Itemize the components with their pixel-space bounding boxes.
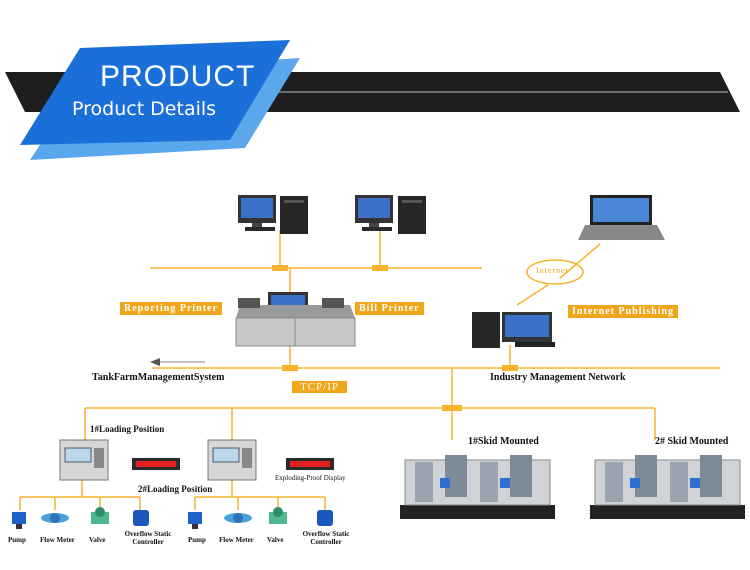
skid-mounted-1-icon <box>400 455 555 519</box>
banner-subtitle: Product Details <box>72 98 217 120</box>
internet-cloud <box>526 259 584 285</box>
device-label-pump-left: Pump <box>8 536 26 544</box>
device-label-valve-right: Valve <box>267 536 284 544</box>
workstation-2-icon <box>355 195 426 234</box>
flowmeter-icon-left <box>41 513 69 523</box>
loading-position-2-label: 2#Loading Position <box>138 484 213 494</box>
internet-label: Internet <box>536 266 569 275</box>
controller-icon-left <box>133 510 149 526</box>
explosion-display-label: Exploding-Proof Display <box>275 474 346 482</box>
tank-farm-label: TankFarmManagementSystem <box>92 372 225 383</box>
workstation-1-icon <box>238 195 308 234</box>
network-workstation-icon <box>472 312 555 348</box>
valve-icon-right <box>269 507 287 524</box>
bill-printer-label: Bill Printer <box>355 302 424 315</box>
junction-markers <box>272 265 518 411</box>
valve-icon-left <box>91 507 109 524</box>
pump-icon-left <box>12 512 26 529</box>
controller-icon-right <box>317 510 333 526</box>
device-label-pump-right: Pump <box>188 536 206 544</box>
industry-network-label: Industry Management Network <box>490 372 626 383</box>
skid-mounted-1-label: 1#Skid Mounted <box>468 436 539 447</box>
banner-blue-front <box>20 40 290 145</box>
banner-title: PRODUCT <box>100 60 256 93</box>
flowmeter-icon-right <box>224 513 252 523</box>
control-console-icon <box>235 292 356 347</box>
laptop-icon <box>578 195 665 240</box>
tcp-ip-label: TCP/IP <box>292 381 348 393</box>
loading-position-1-label: 1#Loading Position <box>90 424 165 434</box>
device-label-controller-right: Overflow Static Controller <box>302 530 350 546</box>
reporting-printer-label: Reporting Printer <box>120 302 222 315</box>
pump-icon-right <box>188 512 202 529</box>
device-label-flowmeter-right: Flow Meter <box>219 536 254 544</box>
device-label-controller-left: Overflow Static Controller <box>124 530 172 546</box>
loading-controller-1-icon <box>59 439 109 481</box>
device-label-valve-left: Valve <box>89 536 106 544</box>
device-label-flowmeter-left: Flow Meter <box>40 536 75 544</box>
connection-lines <box>19 230 720 510</box>
skid-mounted-2-icon <box>590 455 745 519</box>
skid-mounted-2-label: 2# Skid Mounted <box>655 436 729 447</box>
loading-controller-2-icon <box>207 439 257 481</box>
internet-publishing-label: Internet Publishing <box>568 305 679 318</box>
